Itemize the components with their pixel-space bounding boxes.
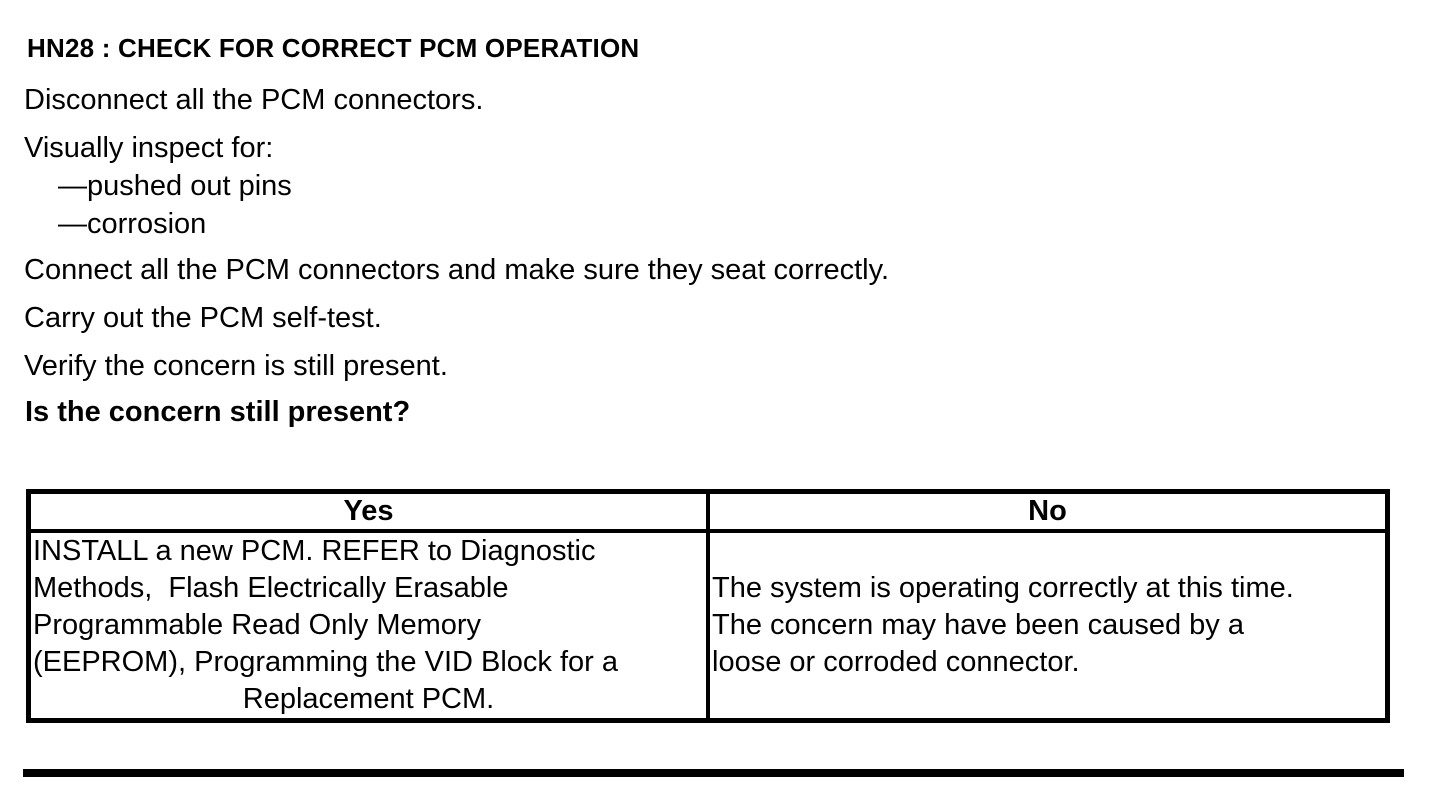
no-cell-line: The concern may have been caused by a xyxy=(712,609,1244,641)
results-table-header-row: Yes No xyxy=(31,494,1385,533)
yes-cell-line: Programmable Read Only Memory xyxy=(33,609,482,641)
instruction-connect: Connect all the PCM connectors and make … xyxy=(24,254,890,286)
inspect-item-list: —pushed out pins —corrosion xyxy=(58,167,292,243)
no-cell-line: loose or corroded connector. xyxy=(712,646,1080,678)
yes-cell-line: INSTALL a new PCM. REFER to Diagnostic xyxy=(33,535,596,567)
instruction-disconnect: Disconnect all the PCM connectors. xyxy=(24,84,484,116)
yes-cell-line: Replacement PCM. xyxy=(242,683,495,715)
instruction-self-test: Carry out the PCM self-test. xyxy=(24,302,382,334)
no-column-header: No xyxy=(1028,495,1067,527)
inspect-item: —pushed out pins xyxy=(58,170,292,202)
page-title: HN28 : CHECK FOR CORRECT PCM OPERATION xyxy=(27,33,640,63)
question-text: Is the concern still present? xyxy=(25,396,411,428)
instruction-inspect-intro: Visually inspect for: xyxy=(24,132,274,164)
no-result-cell: The system is operating correctly at thi… xyxy=(710,533,1385,718)
inspect-item: —corrosion xyxy=(58,208,207,240)
instruction-verify: Verify the concern is still present. xyxy=(24,350,448,382)
yes-cell-line: Methods, Flash Electrically Erasable xyxy=(33,572,509,604)
no-cell-line: The system is operating correctly at thi… xyxy=(712,572,1294,604)
yes-cell-line: (EEPROM), Programming the VID Block for … xyxy=(33,646,618,678)
bottom-horizontal-rule xyxy=(23,769,1404,777)
yes-column-header: Yes xyxy=(31,494,710,529)
results-table: Yes No INSTALL a new PCM. REFER to Diagn… xyxy=(26,489,1390,723)
